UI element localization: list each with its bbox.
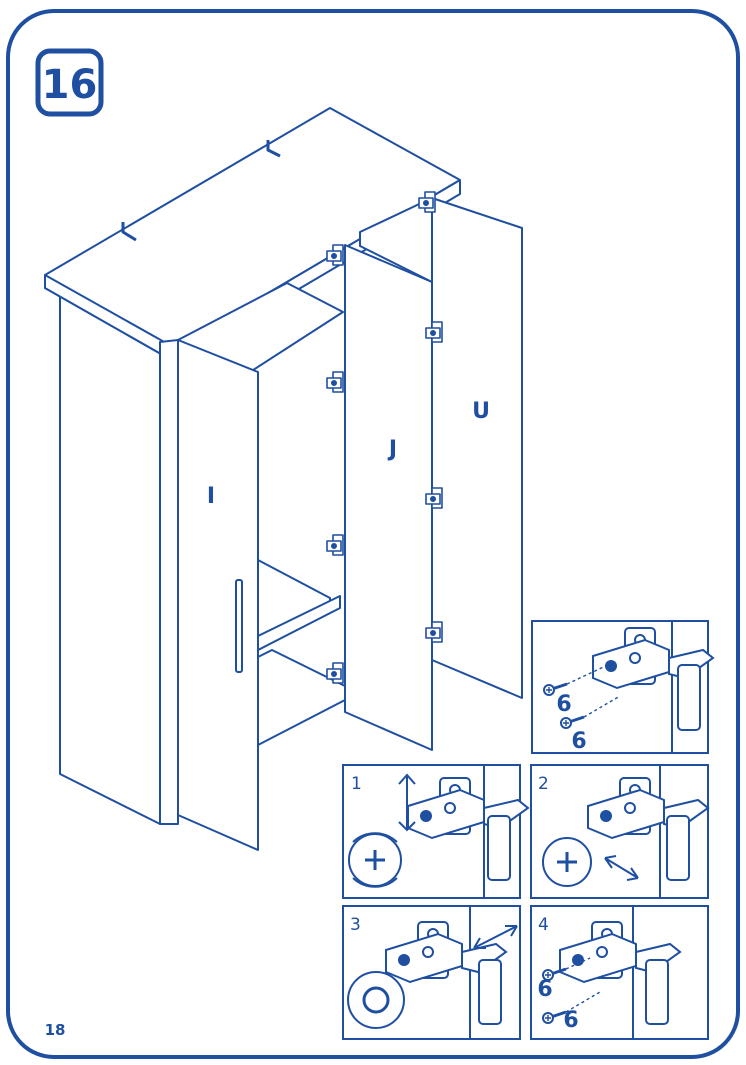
detail-1-number: 1 <box>351 774 362 794</box>
page-number: 18 <box>45 1021 66 1039</box>
screw-qty-top-1: 6 <box>556 692 571 717</box>
door-U <box>431 197 523 699</box>
step-badge: 16 <box>35 48 104 117</box>
door-I <box>177 339 259 851</box>
detail-4-final-screws: 4 6 6 <box>530 905 709 1040</box>
detail-4-number: 4 <box>538 915 549 935</box>
part-label-i: I <box>207 484 215 509</box>
detail-1-height-adjust: 1 <box>342 764 529 899</box>
detail-3-number: 3 <box>350 915 361 935</box>
screw-qty-4-1: 6 <box>537 977 552 1002</box>
detail-3-side-adjust: 3 <box>342 905 521 1040</box>
detail-2-number: 2 <box>538 774 549 794</box>
part-label-u: U <box>472 399 490 424</box>
screw-qty-4-2: 6 <box>563 1008 578 1033</box>
part-label-j: J <box>387 437 397 462</box>
detail-hinge-screws: 6 6 <box>531 620 714 754</box>
wardrobe-illustration <box>44 107 523 851</box>
door-J <box>344 244 433 751</box>
detail-2-depth-adjust: 2 <box>530 764 709 899</box>
left-side-panel <box>59 291 161 825</box>
step-number: 16 <box>42 62 98 108</box>
screw-qty-top-2: 6 <box>571 729 586 754</box>
